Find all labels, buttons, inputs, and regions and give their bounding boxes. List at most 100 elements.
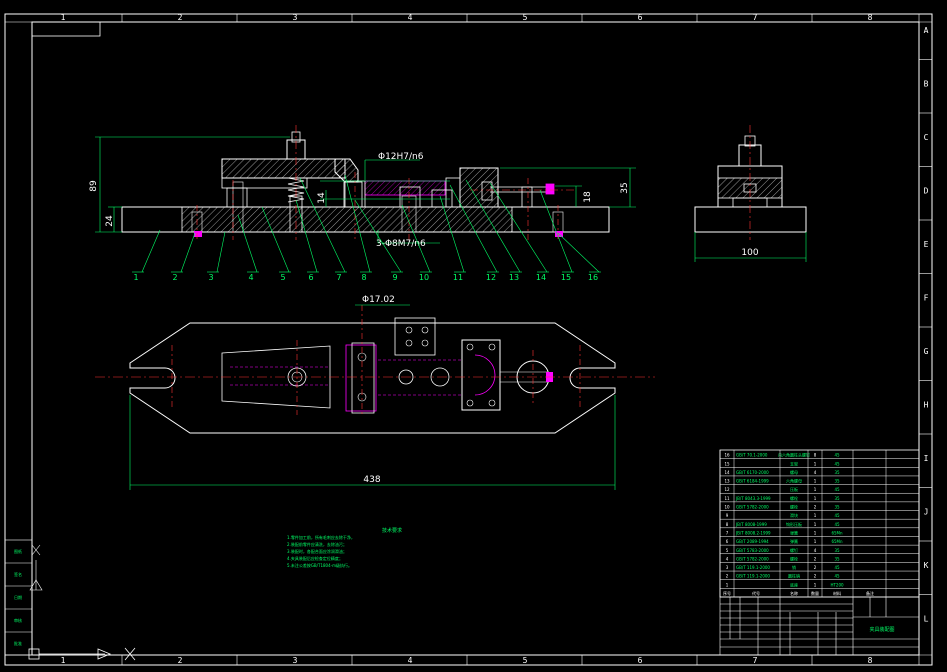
bom-cell-std: GB/T 6184-1999 bbox=[736, 479, 769, 484]
bom-cell-no: 4 bbox=[726, 556, 729, 561]
bom-cell-no: 14 bbox=[724, 470, 730, 475]
part-balloon-16: 16 bbox=[588, 273, 598, 282]
top-view[interactable]: 438 Φ17.02 bbox=[95, 295, 655, 490]
bom-cell-qty: 8 bbox=[814, 453, 817, 458]
bom-cell-mat: HT200 bbox=[830, 582, 844, 587]
grid-col-label-top: 3 bbox=[293, 13, 298, 22]
bom-cell-std: GB/T 6170-2000 bbox=[736, 470, 769, 475]
bom-header-cell: 名称 bbox=[790, 590, 798, 596]
bom-cell-no: 9 bbox=[726, 513, 729, 518]
bom-cell-no: 15 bbox=[724, 461, 730, 466]
bom-cell-no: 3 bbox=[726, 565, 729, 570]
bom-cell-name: 支架 bbox=[790, 460, 798, 466]
grid-col-label-top: 8 bbox=[868, 13, 873, 22]
bom-cell-no: 1 bbox=[726, 582, 729, 587]
grid-col-label-bottom: 3 bbox=[293, 656, 298, 665]
bom-cell-mat: 45 bbox=[834, 453, 840, 458]
dim-hole: Φ17.02 bbox=[362, 295, 395, 305]
bom-cell-name: 螺栓 bbox=[790, 555, 798, 561]
note-line-1: 1.零件加工前，所有毛刺应去除干净， bbox=[287, 534, 355, 540]
dim-height-mid: 14 bbox=[317, 192, 327, 204]
bom-cell-std: JB/T 8008-1999 bbox=[735, 522, 767, 527]
hook-clamp bbox=[334, 158, 359, 183]
bom-cell-no: 11 bbox=[724, 496, 730, 501]
left-panel-label: 批准 bbox=[14, 640, 22, 646]
bom-cell-qty: 4 bbox=[814, 470, 817, 475]
bom-cell-no: 12 bbox=[724, 487, 730, 492]
bom-cell-no: 2 bbox=[726, 574, 729, 579]
bom-cell-std: GB/T 5783-2000 bbox=[736, 548, 769, 553]
side-view[interactable]: 100 bbox=[694, 125, 807, 262]
ucs-axis-icon bbox=[28, 647, 136, 661]
left-panel-label: 审核 bbox=[14, 617, 22, 623]
bom-cell-name: 螺栓 bbox=[790, 495, 798, 501]
bom-cell-std: GB/T 5782-2000 bbox=[736, 505, 769, 510]
bom-cell-mat: 45 bbox=[834, 487, 840, 492]
part-balloon-15: 15 bbox=[561, 273, 571, 282]
bom-cell-name: 内六角圆柱头螺钉 bbox=[778, 452, 810, 458]
drawing-name: 夹具装配图 bbox=[869, 626, 894, 633]
bom-cell-name: 螺栓 bbox=[790, 504, 798, 510]
bom-cell-mat: 35 bbox=[834, 556, 840, 561]
bom-cell-qty: 1 bbox=[814, 530, 817, 535]
part-balloon-12: 12 bbox=[486, 273, 496, 282]
workpiece-hidden bbox=[364, 180, 446, 196]
bom-cell-mat: 35 bbox=[834, 496, 840, 501]
dim-top-length: 438 bbox=[363, 475, 380, 485]
notes-title: 技术要求 bbox=[382, 527, 402, 534]
bom-cell-qty: 1 bbox=[814, 487, 817, 492]
bom-cell-std: GB/T 119.1-2000 bbox=[736, 574, 770, 579]
grid-row-label: G bbox=[924, 347, 929, 356]
grid-col-label-top: 5 bbox=[523, 13, 528, 22]
grid-col-label-bottom: 5 bbox=[523, 656, 528, 665]
bom-cell-name: 销 bbox=[792, 564, 796, 570]
title-block[interactable] bbox=[719, 596, 920, 656]
part-balloon-10: 10 bbox=[419, 273, 429, 282]
bom-cell-name: 圆柱销 bbox=[788, 573, 800, 579]
drawing-frame bbox=[4, 13, 933, 666]
spring bbox=[287, 177, 305, 203]
part-balloon-4: 4 bbox=[248, 273, 253, 282]
part-balloon-2: 2 bbox=[172, 273, 177, 282]
bom-cell-qty: 2 bbox=[814, 574, 817, 579]
grid-col-label-bottom: 7 bbox=[753, 656, 758, 665]
technical-notes: 技术要求 1.零件加工前，所有毛刺应去除干净， 2.装配前零件应清洗，去除油污；… bbox=[287, 527, 402, 568]
bom-cell-mat: 45 bbox=[834, 513, 840, 518]
base-hatch bbox=[181, 206, 513, 233]
left-panel-label: 签名 bbox=[14, 571, 22, 577]
bom-cell-qty: 2 bbox=[814, 505, 817, 510]
grid-row-label: D bbox=[924, 187, 929, 196]
dim-right-18: 18 bbox=[583, 191, 593, 203]
grid-col-label-top: 4 bbox=[408, 13, 413, 22]
part-balloon-3: 3 bbox=[208, 273, 213, 282]
grid-col-label-bottom: 2 bbox=[178, 656, 183, 665]
grid-row-label: I bbox=[924, 454, 929, 463]
bom-cell-qty: 2 bbox=[814, 556, 817, 561]
bom-cell-mat: 65Mn bbox=[831, 530, 843, 535]
bom-cell-mat: 35 bbox=[834, 548, 840, 553]
bom-cell-name: 滑块 bbox=[790, 512, 798, 518]
bom-cell-no: 13 bbox=[724, 479, 730, 484]
bom-cell-std: GB/T 70.1-2000 bbox=[736, 453, 768, 458]
bom-cell-qty: 1 bbox=[814, 461, 817, 466]
bom-cell-qty: 2 bbox=[814, 565, 817, 570]
bom-cell-mat: 45 bbox=[834, 461, 840, 466]
grid-row-label: H bbox=[924, 401, 929, 410]
note-line-3: 3.装配时，各配合面应涂润滑油； bbox=[287, 548, 347, 554]
note-line-2: 2.装配前零件应清洗，去除油污； bbox=[287, 541, 347, 547]
bom-cell-name: 弹簧 bbox=[790, 529, 798, 535]
bom-header-cell: 序号 bbox=[723, 590, 731, 596]
bom-cell-no: 7 bbox=[726, 530, 729, 535]
grid-col-label-bottom: 1 bbox=[61, 656, 66, 665]
grid-row-label: K bbox=[924, 561, 929, 570]
bom-cell-qty: 1 bbox=[814, 496, 817, 501]
balloon-leaders bbox=[132, 174, 601, 273]
grid-col-label-top: 7 bbox=[753, 13, 758, 22]
bom-cell-name: 六角螺母 bbox=[786, 478, 802, 484]
left-panel-label: 图纸 bbox=[14, 548, 22, 554]
